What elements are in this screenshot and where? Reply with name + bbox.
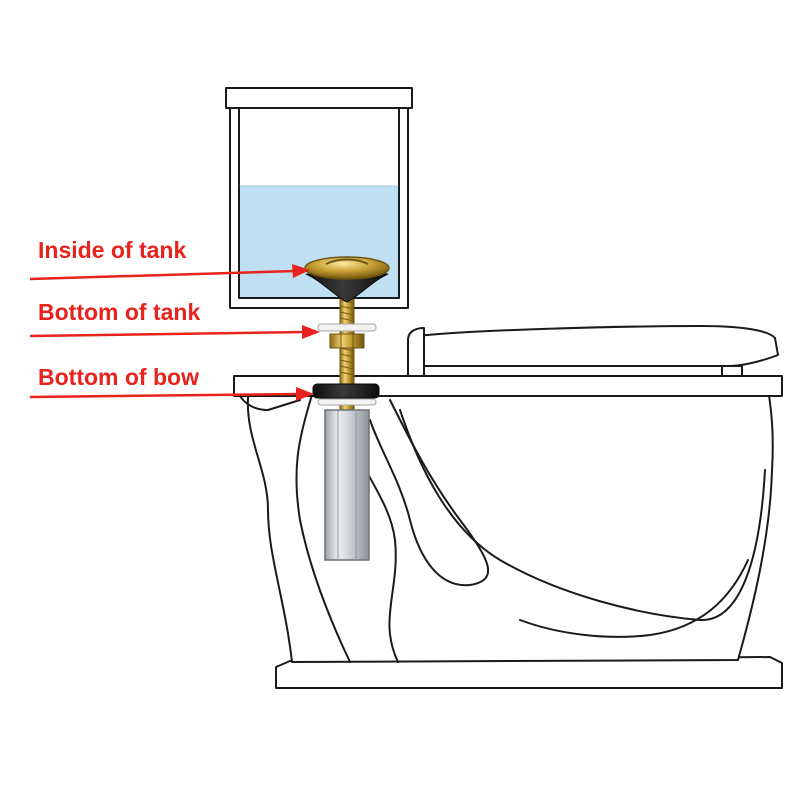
callout-arrowhead — [302, 325, 320, 339]
bolt-head-slot — [325, 258, 369, 265]
callout-inside-of-tank: Inside of tank — [29, 237, 310, 281]
trapway-loop — [369, 399, 489, 587]
bolt-threads — [339, 299, 355, 376]
rim-front-detail — [239, 395, 301, 411]
bowl-outlet — [519, 559, 749, 638]
callout-arrow-line — [29, 392, 301, 399]
callout-arrowhead — [292, 264, 310, 278]
bowl-body — [246, 384, 774, 663]
seat-hinge — [407, 327, 425, 377]
bowl-base — [275, 656, 783, 689]
tank-lid — [225, 87, 413, 109]
brass-hex-nut — [329, 333, 365, 349]
brass-bolt-head — [304, 256, 390, 280]
callout-arrow-line — [29, 269, 297, 281]
toilet-bowl — [233, 325, 783, 689]
callout-arrowhead — [296, 387, 314, 401]
rubber-gasket-bowl — [312, 383, 380, 399]
callout-label: Bottom of bow — [38, 364, 199, 390]
steel-extension-nut — [324, 409, 370, 561]
bowl-inner-curve — [399, 409, 766, 622]
rubber-dome-washer — [305, 273, 389, 303]
callout-bottom-of-tank: Bottom of tank — [29, 299, 320, 339]
clear-washer-lower — [317, 398, 377, 406]
callout-arrow-line — [29, 330, 307, 338]
callout-bottom-of-bow: Bottom of bow — [29, 364, 314, 401]
clear-washer-upper — [317, 323, 377, 332]
tank-bolt-assembly — [304, 256, 390, 561]
callout-label: Inside of tank — [38, 237, 186, 263]
tank-inner-wall — [238, 107, 400, 299]
toilet-seat-lid — [417, 325, 779, 367]
seat-bumper — [721, 365, 743, 377]
callout-label: Bottom of tank — [38, 299, 200, 325]
trapway-front — [295, 394, 351, 663]
